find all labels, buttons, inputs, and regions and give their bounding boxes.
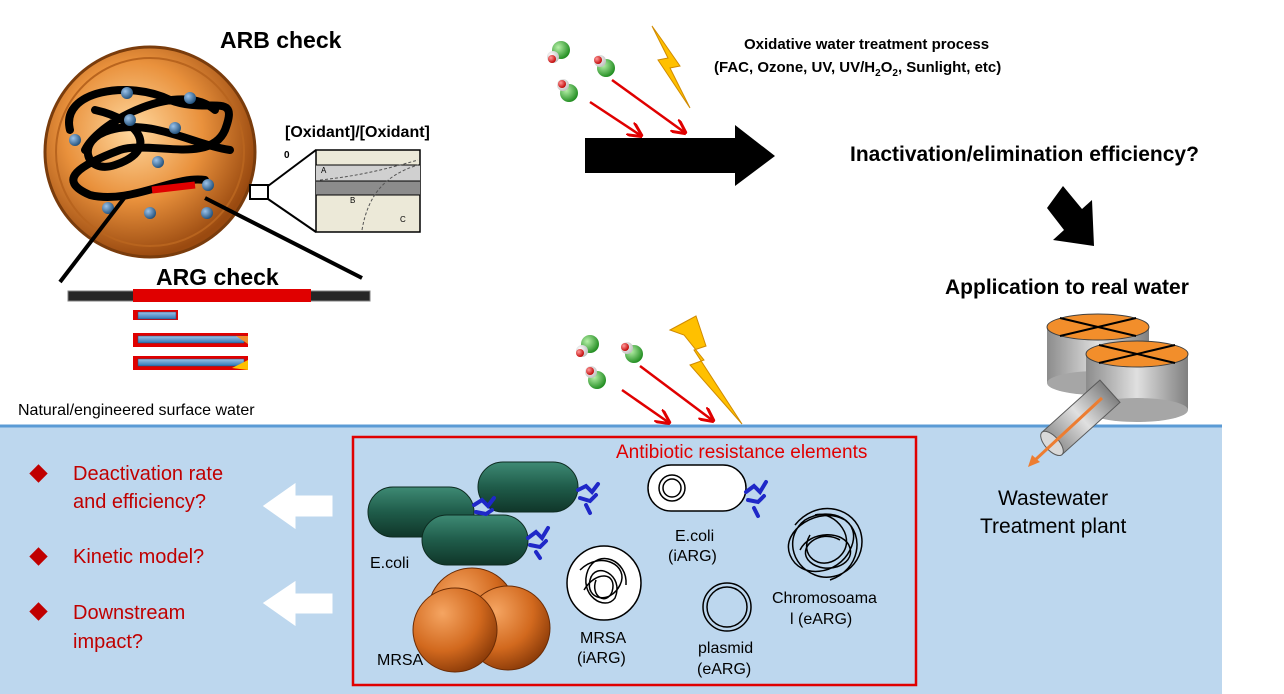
oxidant-ray bbox=[639, 365, 712, 420]
plasmid-illustration bbox=[702, 582, 752, 632]
oxidant-ratio-label: [Oxidant]/[Oxidant] bbox=[285, 124, 430, 141]
chromo-label-1: Chromosoama bbox=[772, 590, 877, 607]
arg-segment bbox=[151, 181, 196, 194]
wwtp-illustration bbox=[1028, 313, 1189, 467]
bead bbox=[121, 87, 133, 99]
hollow-arrow-upper bbox=[261, 481, 334, 531]
ecoli-iarg-label-2: (iARG) bbox=[668, 548, 717, 565]
bead bbox=[102, 202, 114, 214]
bead bbox=[124, 114, 136, 126]
process-list-mid: O bbox=[880, 59, 893, 76]
lightning-bolt-top bbox=[651, 25, 691, 109]
question-1-line2: and efficiency? bbox=[73, 491, 207, 513]
arb-cell-illustration bbox=[43, 45, 363, 284]
mrsa-iarg-label-2: (iARG) bbox=[577, 650, 626, 667]
mrsa-iarg-illustration bbox=[566, 545, 642, 621]
big-arrow-down bbox=[1047, 186, 1094, 246]
application-label: Application to real water bbox=[945, 276, 1189, 299]
chromosome-loop bbox=[65, 86, 234, 202]
chromo-label-2: l (eARG) bbox=[790, 611, 853, 628]
big-arrow-right bbox=[585, 125, 775, 186]
lightning-bolt-surface bbox=[668, 315, 743, 425]
bead bbox=[184, 92, 196, 104]
oxidant-molecules-surface bbox=[576, 335, 643, 389]
bullet-diamond bbox=[29, 602, 48, 621]
bead bbox=[144, 207, 156, 219]
ecoli-bacteria bbox=[367, 461, 600, 566]
arb-check-label: ARB check bbox=[220, 27, 342, 53]
bead bbox=[169, 122, 181, 134]
question-3-line1: Downstream bbox=[73, 602, 186, 624]
chromosomal-dna-illustration bbox=[787, 508, 863, 581]
plasmid-label-2: (eARG) bbox=[697, 661, 752, 678]
process-list-sub2: 2 bbox=[892, 68, 898, 79]
process-list-pre: (FAC, Ozone, UV, UV/H bbox=[714, 59, 876, 76]
efficiency-question: Inactivation/elimination efficiency? bbox=[850, 143, 1199, 166]
bead bbox=[202, 179, 214, 191]
wwtp-label-line2: Treatment plant bbox=[980, 515, 1127, 538]
process-title: Oxidative water treatment process bbox=[744, 36, 990, 53]
question-3-line2: impact? bbox=[73, 631, 144, 653]
elements-box bbox=[351, 435, 918, 687]
oxidant-ray bbox=[621, 388, 668, 422]
question-2-line1: Kinetic model? bbox=[73, 546, 205, 568]
oxidant-molecules-top bbox=[547, 41, 615, 102]
arg-check-label: ARG check bbox=[156, 264, 279, 290]
ecoli-iarg-illustration bbox=[647, 464, 768, 518]
wwtp-label-line1: Wastewater bbox=[998, 487, 1109, 510]
mrsa-label: MRSA bbox=[377, 652, 424, 669]
bead bbox=[201, 207, 213, 219]
question-1-line1: Deactivation rate bbox=[73, 463, 224, 485]
bullet-diamond bbox=[29, 547, 48, 566]
bullet-diamond bbox=[29, 464, 48, 483]
elements-title: Antibiotic resistance elements bbox=[616, 442, 868, 463]
oxidant-plot bbox=[315, 149, 421, 233]
oxidant-ray bbox=[611, 78, 684, 132]
oxidant-ratio-subscript: 0 bbox=[284, 150, 290, 161]
surface-water-label: Natural/engineered surface water bbox=[18, 402, 255, 419]
mrsa-iarg-label-1: MRSA bbox=[580, 630, 627, 647]
bead bbox=[152, 156, 164, 168]
arg-bars bbox=[67, 289, 371, 370]
process-list-sub1: 2 bbox=[875, 68, 881, 79]
process-list: (FAC, Ozone, UV, UV/H2O2, Sunlight, etc) bbox=[714, 59, 1001, 79]
ecoli-iarg-label-1: E.coli bbox=[675, 528, 715, 545]
ecoli-label: E.coli bbox=[370, 555, 410, 572]
plasmid-label-1: plasmid bbox=[698, 640, 754, 657]
mrsa-bacteria bbox=[412, 567, 551, 673]
hollow-arrow-lower bbox=[261, 579, 334, 628]
plot-label-b: B bbox=[350, 196, 356, 205]
plot-label-c: C bbox=[400, 215, 406, 224]
bead bbox=[69, 134, 81, 146]
process-list-post: , Sunlight, etc) bbox=[897, 59, 1002, 76]
oxidant-ray bbox=[589, 100, 640, 135]
plot-label-a: A bbox=[321, 166, 327, 175]
